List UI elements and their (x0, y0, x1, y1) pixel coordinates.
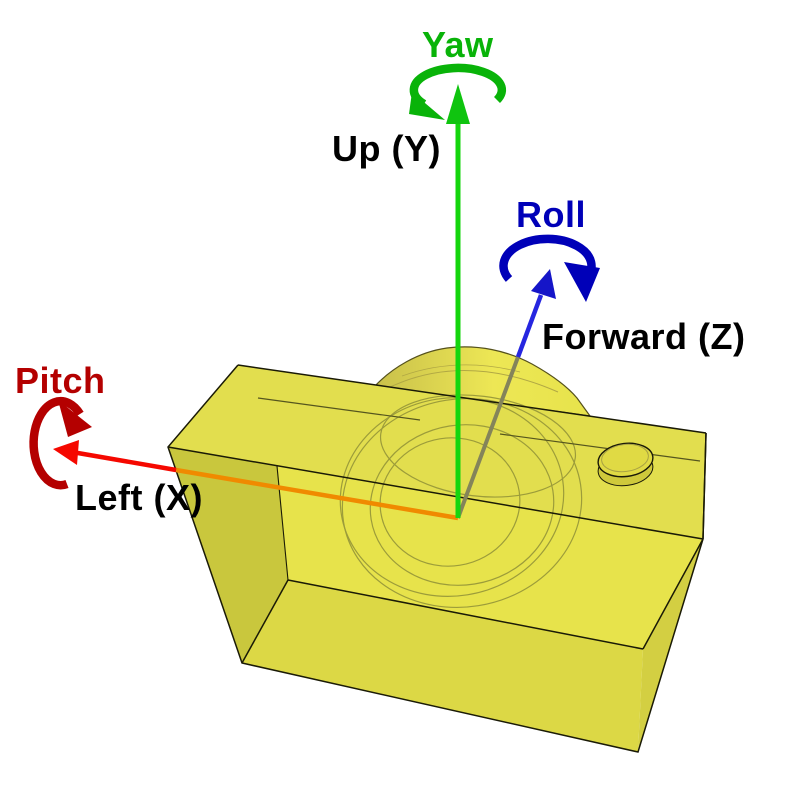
axes (53, 84, 556, 521)
lens-dome-facet-line (383, 370, 559, 393)
pitch-rotation-arrow (29, 396, 92, 490)
forward-axis-label: Forward (Z) (542, 316, 745, 357)
labels: Yaw Up (Y) Roll Forward (Z) Pitch Left (… (15, 24, 745, 518)
forward-axis-arrowhead (531, 269, 556, 299)
rotation-arrows (29, 63, 600, 490)
forward-axis-inside-segment (456, 356, 520, 519)
body-left-face (168, 447, 288, 663)
body-edges (167, 364, 707, 753)
yaw-arrowhead (409, 92, 445, 120)
up-axis-arrow (446, 84, 470, 518)
lens-dome (373, 346, 592, 417)
body-bottom-face (242, 580, 643, 752)
up-axis-arrowhead (446, 84, 470, 124)
left-axis-arrowhead (53, 440, 79, 465)
left-axis-inside-segment (175, 467, 459, 521)
roll-arrowhead (564, 262, 600, 302)
left-axis-label: Left (X) (75, 477, 203, 518)
lens-barrel-wireframe (339, 394, 583, 609)
top-screw-hole (597, 442, 654, 487)
roll-label: Roll (516, 194, 586, 235)
body-top-face (168, 365, 706, 539)
pitch-arrowhead (58, 400, 92, 437)
yaw-rotation-arrow (409, 63, 507, 120)
roll-rotation-arrow (499, 234, 600, 302)
left-axis-arrow (53, 440, 177, 473)
camera-body (167, 346, 707, 753)
hidden-far-edge (257, 397, 701, 462)
up-axis-label: Up (Y) (332, 128, 441, 169)
forward-axis-arrow (515, 269, 556, 358)
body-front-face (277, 466, 703, 649)
yaw-label: Yaw (422, 24, 494, 65)
pitch-label: Pitch (15, 360, 106, 401)
